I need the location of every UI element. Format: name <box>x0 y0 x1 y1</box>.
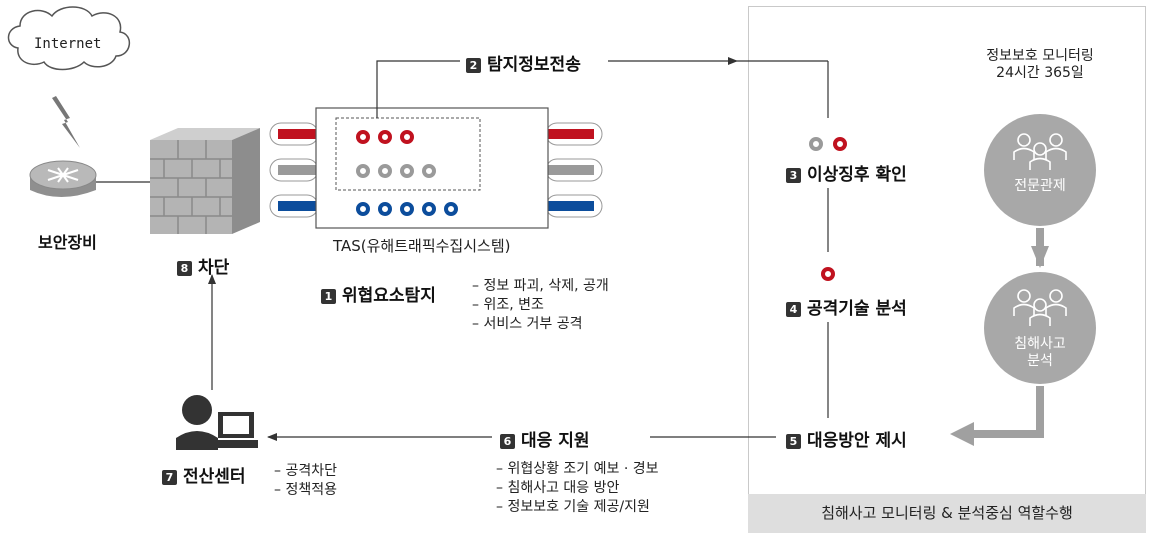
monitoring-title: 정보보호 모니터링 24시간 365일 <box>986 48 1094 81</box>
step-7-bullets: 공격차단 정책적용 <box>274 462 337 500</box>
security-device-label: 보안장비 <box>38 233 97 252</box>
tas-caption: TAS(유해트래픽수집시스템) <box>333 237 511 255</box>
panel-footer: 침해사고 모니터링 & 분석중심 역할수행 <box>748 494 1146 533</box>
people-icon <box>1013 133 1067 170</box>
step-6-bullets: 위협상황 조기 예보 · 경보 침해사고 대응 방안 정보보호 기술 제공/지원 <box>496 460 658 517</box>
router-icon <box>29 160 97 197</box>
expert-monitoring-circle <box>984 114 1096 226</box>
internet-cloud <box>7 6 130 71</box>
people-icon <box>1013 289 1067 326</box>
incident-analysis-circle <box>984 272 1096 384</box>
step-1-bullets: 정보 파괴, 삭제, 공개 위조, 변조 서비스 거부 공격 <box>472 277 608 334</box>
person-computer-icon <box>176 395 258 450</box>
lightning-icon <box>52 96 80 148</box>
internet-label: Internet <box>34 36 102 52</box>
monitoring-panel <box>748 6 1146 533</box>
firewall-icon <box>150 128 260 234</box>
expert-monitoring-label: 전문관제 <box>1014 178 1066 194</box>
incident-analysis-label: 침해사고 분석 <box>1014 336 1066 369</box>
tas-device <box>269 107 603 229</box>
